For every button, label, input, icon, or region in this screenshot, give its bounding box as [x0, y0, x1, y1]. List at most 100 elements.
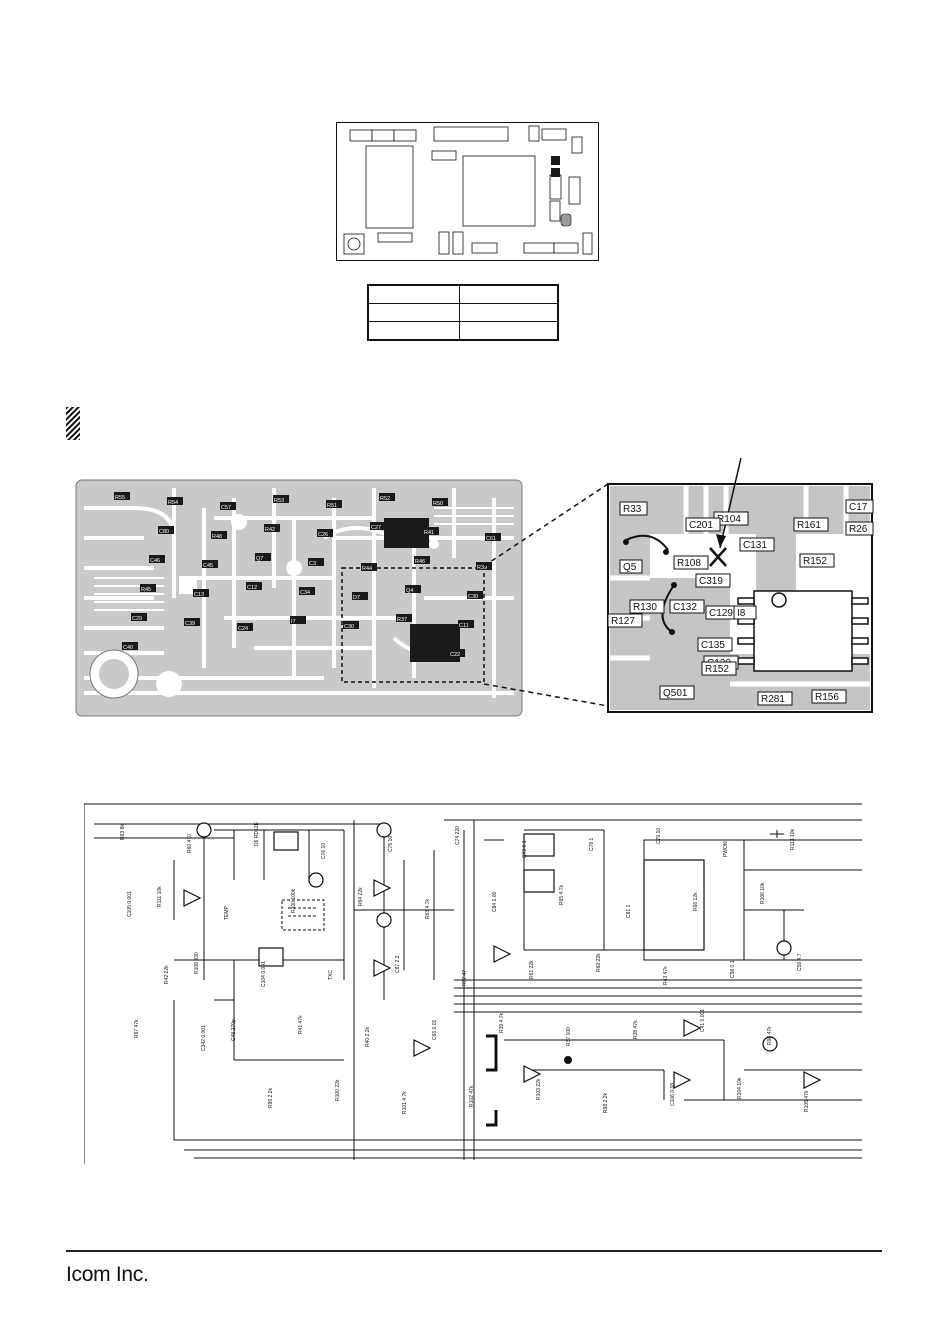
board-label-text: Q4: [406, 588, 413, 594]
board-label-text: R39: [477, 565, 487, 571]
board-component-label: C26: [317, 529, 333, 538]
detail-label-text: R33: [623, 504, 642, 515]
schematic-label: R63 8k: [120, 824, 126, 840]
detail-component-label: R26: [845, 521, 874, 536]
board-component-label: R51: [326, 500, 342, 509]
board-label-text: C40: [123, 645, 133, 651]
detail-label-text: C17: [849, 502, 868, 513]
board-component-label: C57: [220, 502, 236, 511]
schematic-label: C58 0.1: [730, 960, 736, 978]
schematic-label: C78 1: [589, 837, 595, 851]
detail-component-label: C319: [695, 573, 731, 588]
board-label-text: C12: [247, 585, 257, 591]
board-component-label: C30: [343, 621, 359, 630]
schematic-label: C41 0.001: [700, 1009, 706, 1032]
table-row: [367, 284, 559, 304]
table-row: [367, 303, 559, 322]
board-label-text: C46: [150, 558, 160, 564]
table-cell: [367, 303, 460, 322]
detail-component-label: R281: [757, 691, 793, 706]
board-label-text: R50: [433, 501, 443, 507]
schematic-label: R62 22k: [596, 953, 602, 972]
detail-label-text: R281: [761, 694, 785, 705]
detail-label-text: R156: [815, 692, 839, 703]
schematic-label: R103 22k: [536, 1078, 542, 1100]
detail-label-text: C131: [743, 540, 767, 551]
detail-label-text: R108: [677, 558, 701, 569]
board-component-label: C27: [370, 522, 386, 531]
detail-label-text: R152: [803, 556, 827, 567]
schematic-label: R113 10k: [790, 828, 796, 850]
board-component-label: R50: [432, 498, 448, 507]
schematic-label: R108 330: [194, 952, 200, 974]
schematic-label: R40 2.2k: [365, 1026, 371, 1047]
detail-label-text: I8: [737, 608, 746, 619]
module-outline: [336, 122, 600, 262]
schematic-label: C84 1.00: [492, 891, 498, 912]
detail-component-label: R33: [619, 501, 648, 516]
detail-label-text: R104: [717, 514, 741, 525]
board-label-text: C11: [459, 623, 469, 629]
schematic-label: R200 100k: [291, 888, 297, 913]
schematic-label: D6 RD12E: [254, 821, 260, 846]
board-label-text: C3: [309, 561, 316, 567]
detail-component-label: R161: [793, 517, 829, 532]
schematic-label: C106 0.68: [670, 1083, 676, 1106]
board-label-text: C30: [344, 624, 354, 630]
board-component-label: R53: [273, 495, 289, 504]
board-component-label: R55: [114, 492, 130, 501]
schematic-label: R63 4.7k: [425, 898, 431, 919]
board-label-text: R52: [380, 496, 390, 502]
board-label-text: R51: [327, 503, 337, 509]
board-label-text: C30: [468, 594, 478, 600]
detail-component-label: Q5: [619, 559, 643, 574]
schematic-label: TEMP: [224, 905, 230, 920]
board-component-label: D7: [352, 592, 368, 601]
board-component-label: R46: [414, 556, 430, 565]
board-component-label: R37: [396, 614, 412, 623]
schematic-label: R100 22k: [335, 1079, 341, 1101]
board-label-text: C80: [159, 529, 169, 535]
board-label-text: C34: [300, 590, 310, 596]
table-cell: [459, 303, 559, 322]
board-component-label: R44: [361, 563, 377, 572]
board-component-label: C11: [458, 620, 474, 629]
board-component-label: C22: [449, 649, 465, 658]
footer-rule: [66, 1250, 882, 1252]
schematic-label: R97 47k: [134, 1019, 140, 1038]
board-component-label: Q7: [255, 553, 271, 562]
schematic-label: C87 2.2: [395, 955, 401, 973]
detail-label-text: C319: [699, 576, 723, 587]
detail-component-label: C132: [669, 599, 705, 614]
detail-label-text: R130: [633, 602, 657, 613]
board-label-text: C39: [185, 621, 195, 627]
board-component-label: C29: [131, 613, 147, 622]
schematic-label: R42 22k: [164, 965, 170, 984]
table-cell: [367, 321, 460, 341]
board-label-text: C45: [203, 563, 213, 569]
board-component-label: C61: [485, 533, 501, 542]
detail-label-text: R26: [849, 524, 868, 535]
schematic-label: R105 47k: [804, 1090, 810, 1112]
schematic-label: R38 47k: [633, 1020, 639, 1039]
table-cell: [459, 321, 559, 341]
schematic-label: R96 47k: [767, 1026, 773, 1045]
board-component-label: C40: [122, 642, 138, 651]
board-component-label: C30: [467, 591, 483, 600]
detail-component-label: R108: [673, 555, 709, 570]
board-component-label: R45: [140, 584, 156, 593]
schematic-label: C66 0.01: [432, 1019, 438, 1040]
board-component-label: I7: [290, 616, 306, 625]
hatch-legend-icon: [66, 407, 80, 440]
detail-component-label: R104: [713, 511, 749, 526]
schematic-label: TXC: [328, 970, 334, 980]
schematic-label: PWON: [723, 841, 729, 857]
schematic-label: R43 47k: [663, 966, 669, 985]
schematic-label: C342 0.001: [201, 1025, 207, 1051]
detail-label-text: R152: [705, 664, 729, 675]
schematic-label: C79 10: [656, 828, 662, 844]
detail-label-text: Q5: [623, 562, 637, 573]
detail-component-label: I8: [733, 605, 757, 620]
